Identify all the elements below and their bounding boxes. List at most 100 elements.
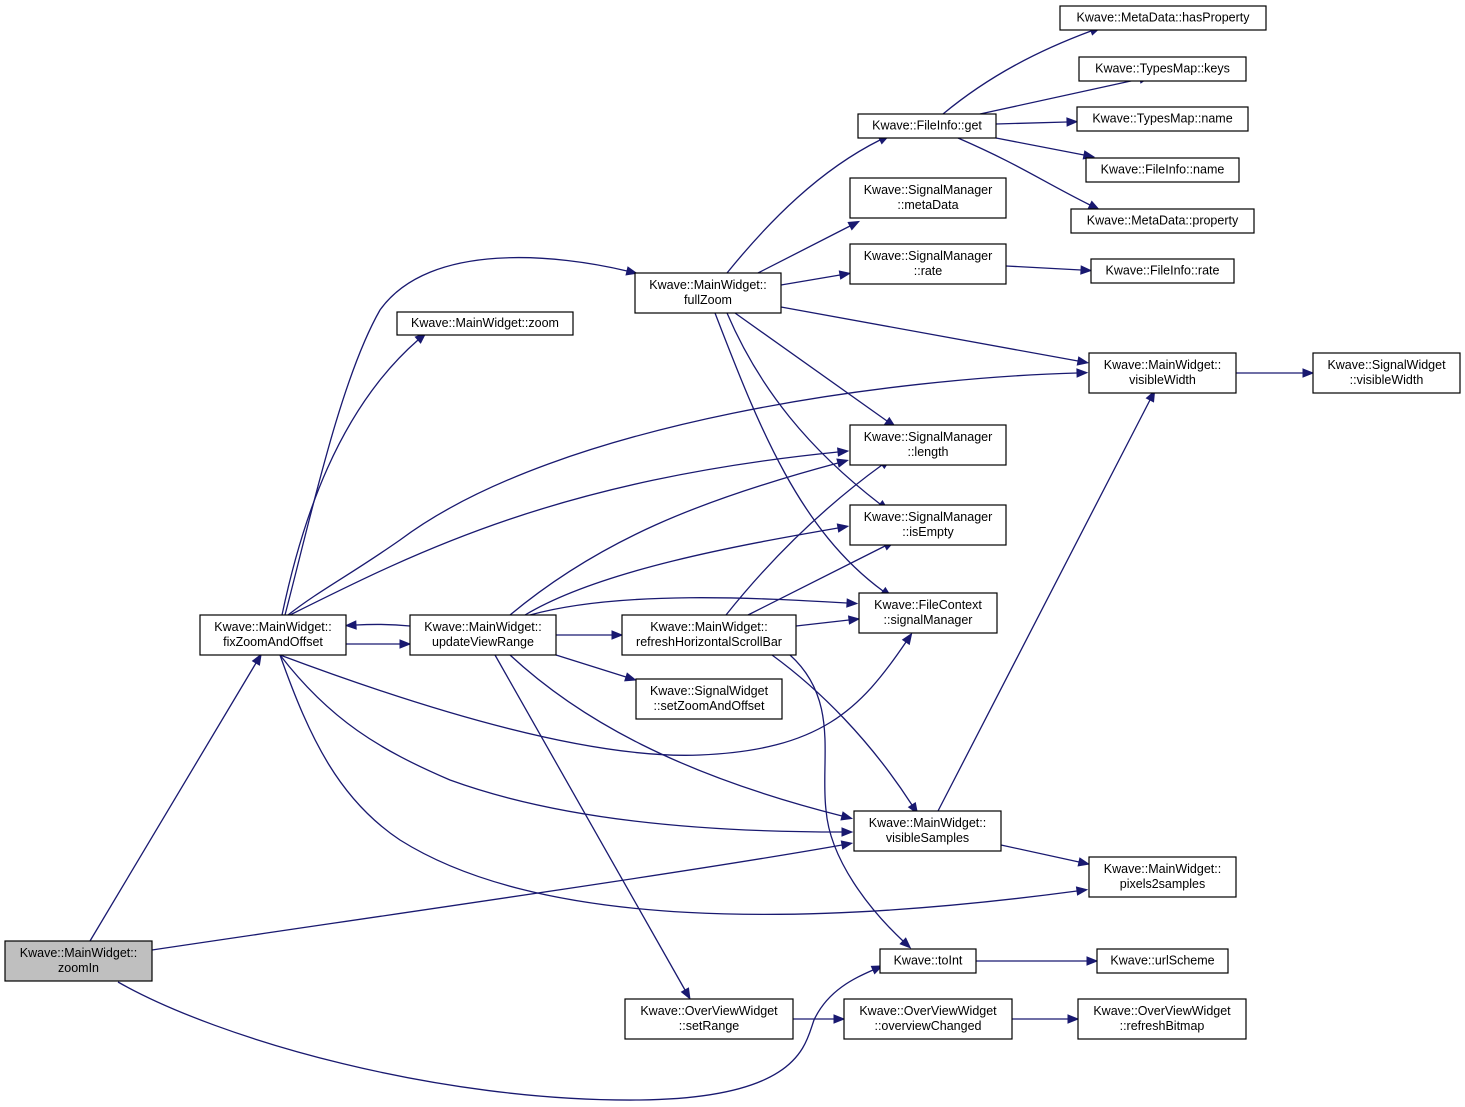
node-box[interactable] — [1096, 948, 1229, 974]
arrowhead-icon — [251, 653, 262, 666]
node-hasProperty[interactable]: Kwave::MetaData::hasProperty — [1059, 5, 1267, 31]
edge-line — [281, 339, 419, 616]
node-typesMapName[interactable]: Kwave::TypesMap::name — [1076, 106, 1249, 132]
arrowhead-icon — [624, 672, 637, 682]
edge-line — [957, 137, 1091, 206]
node-swSetZoomAndOffset[interactable]: Kwave::SignalWidget::setZoomAndOffset — [635, 678, 783, 720]
edge-fixZoomAndOffset-to-mwVisibleWidth — [287, 368, 1089, 616]
node-fixZoomAndOffset[interactable]: Kwave::MainWidget::fixZoomAndOffset — [199, 614, 347, 656]
node-smRate[interactable]: Kwave::SignalManager::rate — [849, 243, 1007, 285]
node-label: ::signalManager — [884, 613, 973, 627]
node-label: Kwave::SignalManager — [864, 183, 993, 197]
node-typesMapKeys[interactable]: Kwave::TypesMap::keys — [1078, 56, 1247, 82]
node-box[interactable] — [634, 272, 782, 314]
node-ovwOverviewChanged[interactable]: Kwave::OverViewWidget::overviewChanged — [843, 998, 1013, 1040]
node-metaDataProperty[interactable]: Kwave::MetaData::property — [1070, 208, 1255, 234]
node-box[interactable] — [1059, 5, 1267, 31]
nodes-layer: Kwave::MainWidget::zoomIn Kwave::MainWidg… — [4, 5, 1461, 1040]
node-label: Kwave::MainWidget:: — [649, 278, 766, 292]
node-smMetaData[interactable]: Kwave::SignalManager::metaData — [849, 177, 1007, 219]
node-label: ::length — [907, 445, 948, 459]
node-smIsEmpty[interactable]: Kwave::SignalManager::isEmpty — [849, 504, 1007, 546]
edge-line — [734, 312, 888, 422]
node-zoomIn[interactable]: Kwave::MainWidget::zoomIn — [4, 940, 153, 982]
node-box[interactable] — [843, 998, 1013, 1040]
node-fileInfoGet[interactable]: Kwave::FileInfo::get — [857, 113, 997, 139]
node-box[interactable] — [409, 614, 557, 656]
edge-line — [117, 969, 874, 1101]
node-box[interactable] — [396, 311, 574, 336]
node-box[interactable] — [849, 424, 1007, 466]
node-ovwSetRange[interactable]: Kwave::OverViewWidget::setRange — [624, 998, 794, 1040]
edge-toInt-to-urlScheme — [976, 956, 1099, 966]
arrowhead-icon — [836, 523, 850, 533]
node-label: updateViewRange — [432, 635, 534, 649]
node-label: visibleSamples — [886, 831, 969, 845]
node-box[interactable] — [858, 592, 998, 634]
node-toInt[interactable]: Kwave::toInt — [879, 948, 977, 974]
edge-fullZoom-to-smLength — [734, 312, 897, 428]
edge-ovwSetRange-to-ovwOverviewChanged — [793, 1014, 846, 1024]
edge-fixZoomAndOffset-to-fcSignalManager — [279, 632, 913, 756]
node-box[interactable] — [4, 940, 153, 982]
node-box[interactable] — [1090, 258, 1235, 284]
node-label: ::overviewChanged — [874, 1019, 981, 1033]
arrowhead-icon — [344, 620, 357, 630]
node-box[interactable] — [1070, 208, 1255, 234]
node-urlScheme[interactable]: Kwave::urlScheme — [1096, 948, 1229, 974]
node-box[interactable] — [849, 177, 1007, 219]
arrowhead-icon — [836, 458, 849, 468]
node-box[interactable] — [849, 243, 1007, 285]
node-box[interactable] — [1085, 157, 1240, 183]
node-box[interactable] — [1077, 998, 1247, 1040]
edge-line — [995, 137, 1085, 156]
edge-line — [524, 527, 839, 616]
node-box[interactable] — [1088, 856, 1237, 898]
edge-fileInfoGet-to-typesMapName — [995, 117, 1079, 127]
arrowhead-icon — [1076, 368, 1089, 378]
node-box[interactable] — [1076, 106, 1249, 132]
edge-refreshHSB-to-fcSignalManager — [795, 615, 861, 627]
edge-line — [1000, 844, 1080, 863]
node-zoom[interactable]: Kwave::MainWidget::zoom — [396, 311, 574, 336]
node-label: Kwave::MainWidget:: — [1104, 358, 1221, 372]
arrowhead-icon — [1080, 265, 1093, 275]
node-refreshHSB[interactable]: Kwave::MainWidget::refreshHorizontalScro… — [621, 614, 797, 656]
node-fileInfoName[interactable]: Kwave::FileInfo::name — [1085, 157, 1240, 183]
node-fileInfoRate[interactable]: Kwave::FileInfo::rate — [1090, 258, 1235, 284]
node-box[interactable] — [1088, 352, 1237, 394]
arrowhead-icon — [833, 1014, 846, 1024]
node-updateViewRange[interactable]: Kwave::MainWidget::updateViewRange — [409, 614, 557, 656]
edge-line — [937, 399, 1151, 812]
node-label: Kwave::MainWidget:: — [869, 816, 986, 830]
edge-line — [89, 662, 257, 942]
node-label: Kwave::SignalWidget — [1327, 358, 1446, 372]
node-box[interactable] — [857, 113, 997, 139]
node-box[interactable] — [1312, 352, 1461, 394]
node-box[interactable] — [621, 614, 797, 656]
edge-fixZoomAndOffset-to-zoom — [281, 332, 427, 616]
node-box[interactable] — [1078, 56, 1247, 82]
node-box[interactable] — [879, 948, 977, 974]
node-mwVisibleWidth[interactable]: Kwave::MainWidget::visibleWidth — [1088, 352, 1237, 394]
arrowhead-icon — [847, 220, 861, 231]
edge-visibleSamples-to-mwVisibleWidth — [937, 389, 1156, 812]
node-box[interactable] — [849, 504, 1007, 546]
edge-line — [757, 225, 851, 274]
node-visibleSamples[interactable]: Kwave::MainWidget::visibleSamples — [853, 810, 1002, 852]
node-box[interactable] — [199, 614, 347, 656]
node-fcSignalManager[interactable]: Kwave::FileContext::signalManager — [858, 592, 998, 634]
node-box[interactable] — [624, 998, 794, 1040]
node-pixels2samples[interactable]: Kwave::MainWidget::pixels2samples — [1088, 856, 1237, 898]
node-label: ::metaData — [897, 198, 958, 212]
node-label: Kwave::MetaData::property — [1087, 214, 1239, 228]
node-fullZoom[interactable]: Kwave::MainWidget::fullZoom — [634, 272, 782, 314]
node-smLength[interactable]: Kwave::SignalManager::length — [849, 424, 1007, 466]
node-box[interactable] — [635, 678, 783, 720]
node-ovwRefreshBitmap[interactable]: Kwave::OverViewWidget::refreshBitmap — [1077, 998, 1247, 1040]
node-box[interactable] — [853, 810, 1002, 852]
edge-line — [509, 462, 839, 616]
node-label: pixels2samples — [1120, 877, 1205, 891]
node-label: visibleWidth — [1129, 373, 1196, 387]
node-swVisibleWidth[interactable]: Kwave::SignalWidget::visibleWidth — [1312, 352, 1461, 394]
